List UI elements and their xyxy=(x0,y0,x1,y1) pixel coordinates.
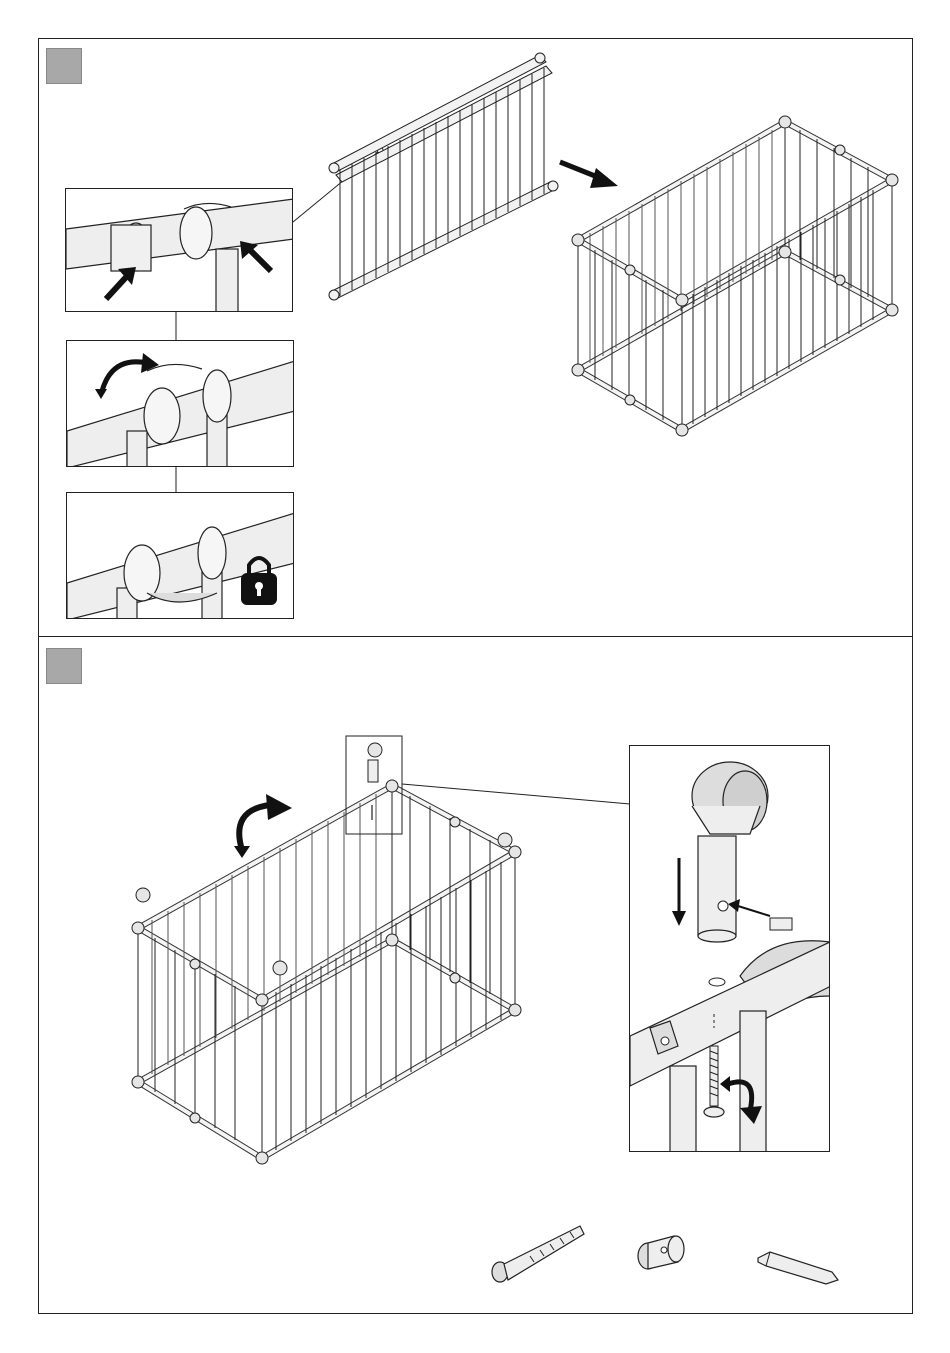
caster-install-illustration xyxy=(630,746,830,1152)
rotate-connector-illustration xyxy=(67,341,294,467)
detail-caster-install xyxy=(629,745,830,1152)
locked-connector-illustration xyxy=(67,493,294,619)
detail-locked-connector xyxy=(66,492,294,619)
detail-rotate-connector xyxy=(66,340,294,467)
step-1-marker xyxy=(46,48,82,84)
detail-push-connector xyxy=(65,188,293,312)
step-2-marker xyxy=(46,648,82,684)
push-connector-illustration xyxy=(66,189,293,312)
step-divider xyxy=(38,636,913,637)
rotate-arrow-icon xyxy=(95,353,159,399)
